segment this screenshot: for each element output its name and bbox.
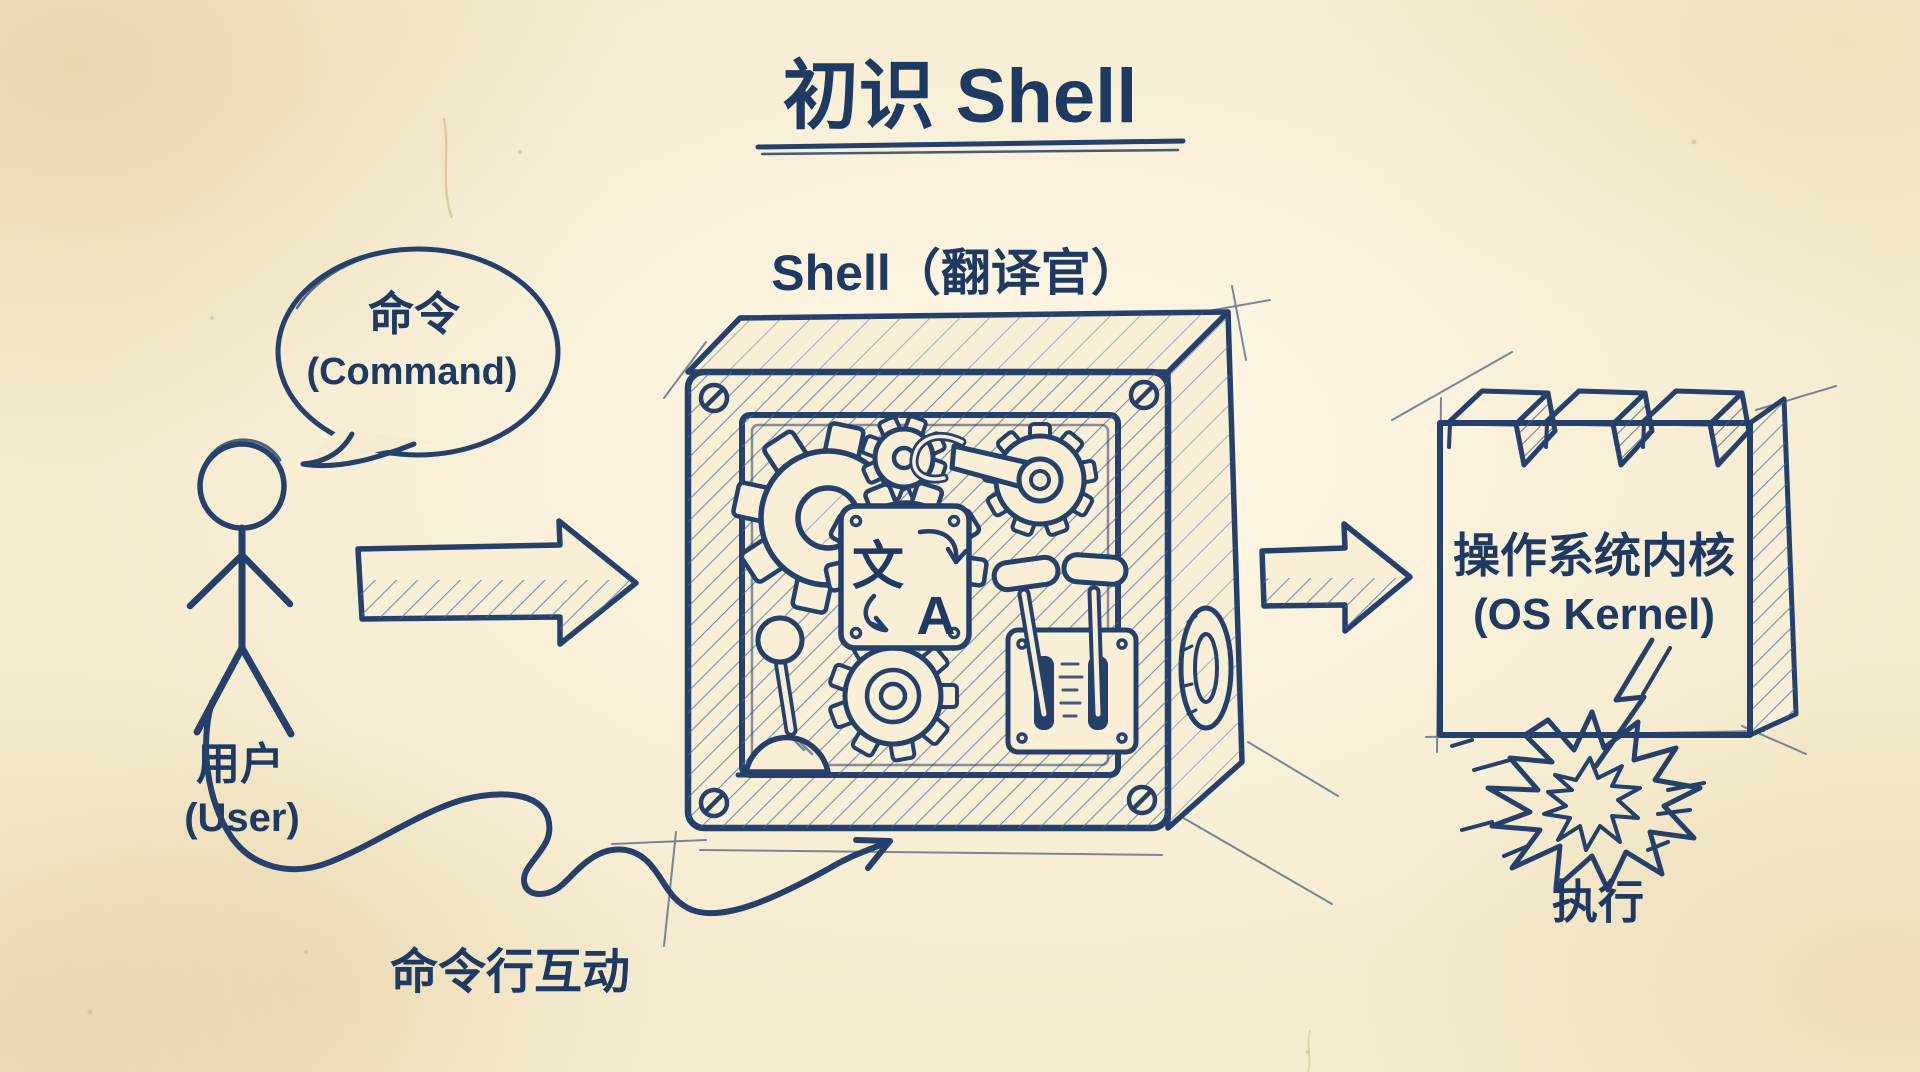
kernel-side-hatch (1750, 399, 1796, 735)
user-arm-right (239, 552, 294, 608)
bubble-line2: (Command) (306, 351, 517, 393)
user-leg-left (193, 644, 246, 736)
translate-plate (838, 503, 972, 651)
block-arrow-outline (1259, 521, 1413, 634)
execution-label: 执行 (1552, 876, 1644, 928)
interaction-label: 命令行互动 (390, 945, 630, 999)
joystick-icon (735, 615, 839, 778)
shell-machine: 文 A (611, 285, 1339, 947)
user-figure (186, 438, 295, 738)
user-label-en: (User) (184, 796, 300, 840)
joystick-base (743, 734, 831, 775)
translate-icon: 文 A (838, 503, 972, 651)
shell-machine-label: Shell（翻译官） (771, 245, 1140, 301)
lightning-icon (1593, 637, 1655, 769)
paper-crease-bottom (1307, 1029, 1311, 1072)
interaction-wave-arrow (203, 699, 893, 917)
side-knob-icon (1178, 605, 1234, 731)
burst-accent-dashes (1450, 738, 1706, 858)
kernel-label-zh: 操作系统内核 (1453, 529, 1735, 582)
crank-gear-icon (909, 422, 1099, 539)
title-text: 初识 Shell (783, 54, 1138, 139)
arrow-user-to-shell (355, 518, 639, 647)
kernel-roof-teeth (1445, 388, 1752, 468)
joystick-ball (755, 615, 805, 665)
command-speech-bubble (275, 246, 561, 469)
explosion-inner (1542, 756, 1642, 852)
wave-path (203, 699, 889, 917)
user-head (197, 441, 287, 531)
paper-texture (87, 139, 1697, 1054)
kernel-building (1391, 351, 1837, 755)
page-title: 初识 Shell (755, 54, 1186, 156)
bubble-tail-right (300, 441, 417, 469)
title-underline (755, 138, 1186, 150)
translate-left-glyph: 文 (852, 538, 904, 596)
machine-top-face-hatch (688, 312, 1228, 372)
paper-crease (442, 117, 454, 219)
kernel-label-en: (OS Kernel) (1473, 590, 1715, 639)
gear-bottom-icon (827, 629, 959, 763)
lever-left-handle (991, 554, 1061, 593)
user-leg-right (238, 644, 295, 738)
user-head-echo (200, 438, 282, 474)
lever-ticks (1058, 662, 1084, 718)
bubble-sketch-echo (295, 246, 424, 310)
user-arm-left (186, 552, 245, 610)
bubble-line1: 命令 (368, 288, 461, 340)
machine-panel-echo (750, 423, 1110, 767)
arrow-shell-to-kernel (1259, 521, 1413, 634)
title-underline-echo (760, 148, 1180, 156)
translate-right-glyph: A (917, 586, 956, 646)
lever-panel (991, 552, 1139, 755)
execution-burst (1450, 637, 1706, 893)
construction-lines (611, 285, 1339, 947)
wave-arrowhead (853, 837, 893, 871)
lever-right-handle (1061, 552, 1129, 587)
explosion-icon (1485, 709, 1703, 893)
translate-arrows (863, 528, 969, 633)
corner-screws (698, 379, 1160, 819)
